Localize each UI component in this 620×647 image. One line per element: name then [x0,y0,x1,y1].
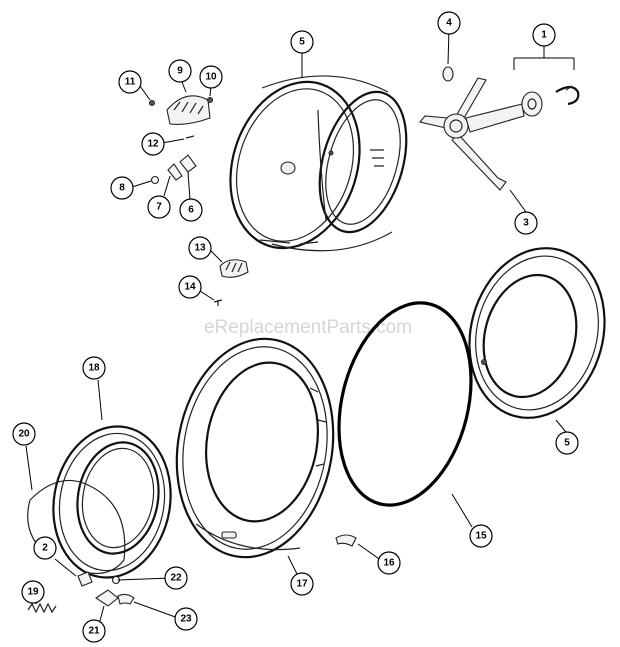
svg-text:22: 22 [170,573,182,584]
callout-5-top: 5 [290,30,314,54]
callout-6: 6 [179,198,203,222]
tub-drum-part-5 [229,75,408,252]
screw-part-11 [149,100,155,106]
svg-text:20: 20 [18,429,30,440]
callout-20: 20 [12,422,36,446]
svg-text:6: 6 [188,205,194,216]
callout-5-right: 5 [555,431,579,455]
fastener-part-2 [77,571,93,587]
svg-text:19: 19 [27,587,39,598]
watermark-text: eReplacementParts.com [204,317,412,338]
svg-text:16: 16 [383,558,395,569]
clamp-wire-part-20 [29,479,126,575]
hinge-part-21 [95,589,119,607]
svg-text:23: 23 [180,614,192,625]
screw-part-10 [207,97,213,103]
gasket-ring-part-15 [337,301,473,507]
callout-23: 23 [174,607,198,631]
svg-text:2: 2 [42,543,48,554]
svg-text:11: 11 [125,77,136,88]
callout-12: 12 [141,132,165,156]
svg-text:15: 15 [475,531,487,542]
callout-17: 17 [290,572,314,596]
svg-text:10: 10 [205,72,217,83]
svg-text:13: 13 [194,243,206,254]
clip-part-6 [179,154,197,173]
callout-4: 4 [437,11,461,35]
callout-9: 9 [168,59,192,83]
svg-text:21: 21 [88,626,100,637]
svg-text:17: 17 [296,579,308,590]
callout-10: 10 [199,65,223,89]
nut-part-8 [150,175,160,185]
screw-part-14 [213,299,223,306]
callout-2: 2 [33,536,57,560]
callout-16: 16 [377,551,401,575]
callout-18: 18 [82,356,106,380]
callout-13: 13 [188,236,212,260]
svg-text:9: 9 [177,66,183,77]
spider-hub-part-3 [419,77,539,191]
front-ring-part-5 [468,247,606,419]
baffle-part-13 [219,259,249,278]
bracket-part-7 [167,163,183,181]
svg-text:14: 14 [184,282,196,293]
svg-text:3: 3 [523,218,529,229]
clip-part-16 [335,534,357,547]
lifter-part-9 [166,95,211,125]
bearing-kit-part-1 [521,85,580,117]
screw-part-12 [185,135,195,139]
callout-7: 7 [147,195,171,219]
callout-22: 22 [164,566,188,590]
svg-text:5: 5 [564,438,570,449]
callout-8: 8 [110,176,134,200]
spring-part-19 [27,602,57,614]
svg-text:18: 18 [88,363,100,374]
callout-21: 21 [82,619,106,643]
svg-text:1: 1 [541,30,547,41]
callout-1: 1 [532,23,556,47]
bracket-part-23 [117,593,135,605]
door-ring-part-18 [52,425,172,579]
svg-text:4: 4 [446,18,452,29]
callout-14: 14 [178,275,202,299]
svg-text:7: 7 [156,202,162,213]
callout-11: 11 [118,70,142,94]
callout-15: 15 [469,524,493,548]
callout-19: 19 [21,580,45,604]
seal-part-4 [442,66,454,82]
front-panel-frame-part-17 [175,337,335,559]
callout-3: 3 [514,211,538,235]
svg-text:5: 5 [299,37,305,48]
svg-text:8: 8 [119,183,125,194]
svg-text:12: 12 [147,139,159,150]
